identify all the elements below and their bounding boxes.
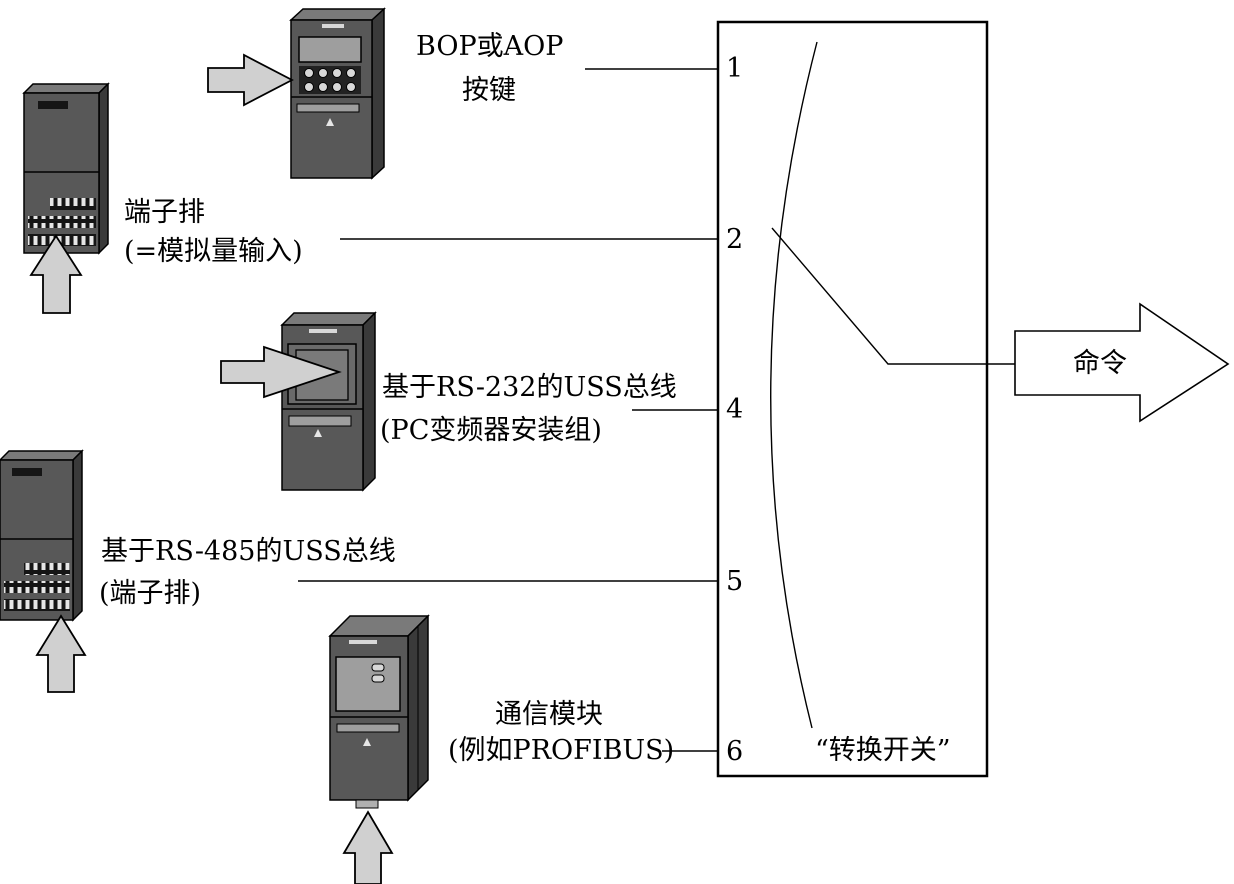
- uss-rs232-label-2: (PC变频器安装组): [380, 415, 602, 446]
- connection-lines: [298, 68, 718, 752]
- channel-number-6: 6: [726, 736, 744, 767]
- input-arrow-rs485: [35, 614, 87, 693]
- comm-module-label-2: (例如PROFIBUS): [448, 735, 675, 766]
- channel-number-1: 1: [726, 53, 744, 84]
- input-arrow-rs232: [220, 345, 342, 399]
- switch-arc: [770, 41, 818, 729]
- uss-rs485-label: 基于RS-485的USS总线: [101, 536, 396, 567]
- terminal-analog-label: 端子排: [124, 197, 205, 228]
- rs232-inverter-icon: [280, 311, 377, 492]
- input-arrow-keypad: [207, 53, 294, 107]
- bop-aop-label: BOP或AOP: [416, 31, 564, 62]
- comm-module-label: 通信模块: [495, 699, 603, 730]
- channel-number-2: 2: [726, 224, 744, 255]
- uss-rs232-label: 基于RS-232的USS总线: [382, 372, 677, 403]
- input-arrow-comm-module: [342, 810, 394, 884]
- bop-aop-label-2: 按键: [462, 75, 516, 106]
- switch-box: [716, 20, 989, 778]
- input-arrow-terminal-analog: [29, 234, 83, 314]
- bop-aop-inverter-icon: [289, 7, 386, 180]
- comm-module-inverter-icon: [328, 614, 430, 809]
- channel-number-5: 5: [726, 566, 744, 597]
- terminal-analog-label-2: (=模拟量输入): [124, 236, 303, 267]
- command-label: 命令: [1073, 348, 1127, 379]
- command-output-arrow: [1014, 302, 1230, 423]
- switch-label: “转换开关”: [815, 735, 951, 766]
- uss-rs485-label-2: (端子排): [99, 578, 202, 609]
- channel-number-4: 4: [726, 394, 744, 425]
- switch-lever: [771, 227, 1015, 365]
- terminal-inverter-icon-analog: [22, 82, 110, 255]
- terminal-inverter-icon-rs485: [0, 449, 84, 622]
